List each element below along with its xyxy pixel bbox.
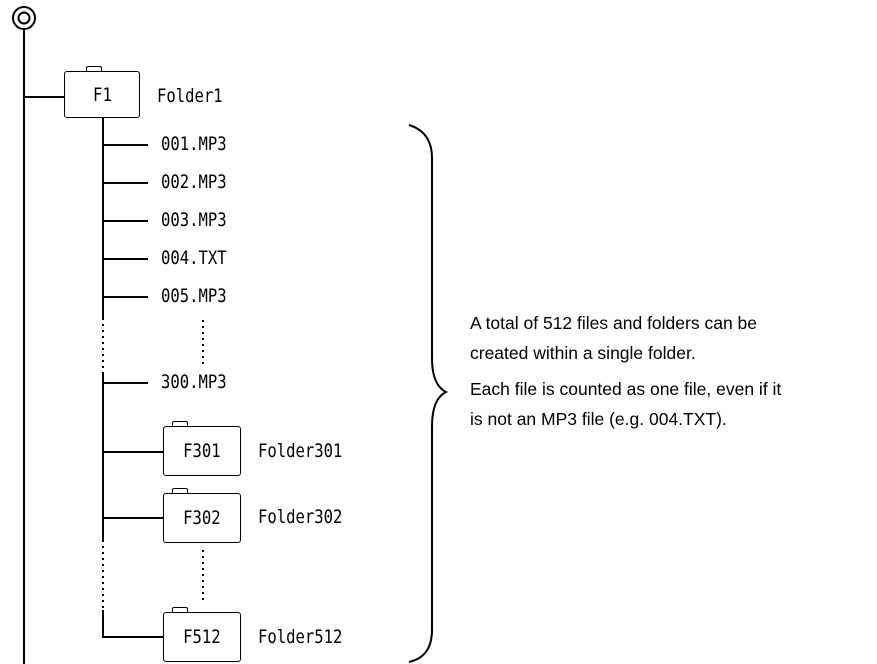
file-003[interactable]: 003.MP3 xyxy=(161,209,227,231)
folder-icon-tab xyxy=(172,607,188,613)
folder-name-f1: Folder1 xyxy=(157,85,223,107)
folder-code-f1: F1 xyxy=(92,83,112,106)
folder-icon-tab xyxy=(172,488,188,494)
folder-name-f301: Folder301 xyxy=(258,440,343,462)
folder-icon-tab xyxy=(172,421,188,427)
file-002[interactable]: 002.MP3 xyxy=(161,171,227,193)
folder-code-f302: F302 xyxy=(183,507,221,529)
note-line-4: is not an MP3 file (e.g. 004.TXT). xyxy=(470,409,727,429)
note-line-3: Each file is counted as one file, even i… xyxy=(470,379,782,399)
capacity-note: A total of 512 files and folders can be … xyxy=(470,308,781,434)
folder-icon-f301[interactable]: F301 xyxy=(163,426,241,476)
file-004[interactable]: 004.TXT xyxy=(161,247,227,269)
file-001[interactable]: 001.MP3 xyxy=(161,133,227,155)
folder-icon-f512[interactable]: F512 xyxy=(163,612,241,662)
file-300[interactable]: 300.MP3 xyxy=(161,371,227,393)
folder-icon-f302[interactable]: F302 xyxy=(163,493,241,543)
folder-code-f301: F301 xyxy=(183,440,221,462)
note-line-1: A total of 512 files and folders can be xyxy=(470,313,757,333)
file-005[interactable]: 005.MP3 xyxy=(161,285,227,307)
folder-icon-f1[interactable]: F1 xyxy=(64,71,140,118)
folder-icon-tab xyxy=(86,66,102,72)
folder-code-f512: F512 xyxy=(183,626,221,648)
grouping-brace xyxy=(408,124,449,663)
folder-name-f512: Folder512 xyxy=(258,626,343,648)
root-target-icon xyxy=(12,6,36,30)
folder-name-f302: Folder302 xyxy=(258,506,343,528)
note-line-2: created within a single folder. xyxy=(470,343,696,363)
